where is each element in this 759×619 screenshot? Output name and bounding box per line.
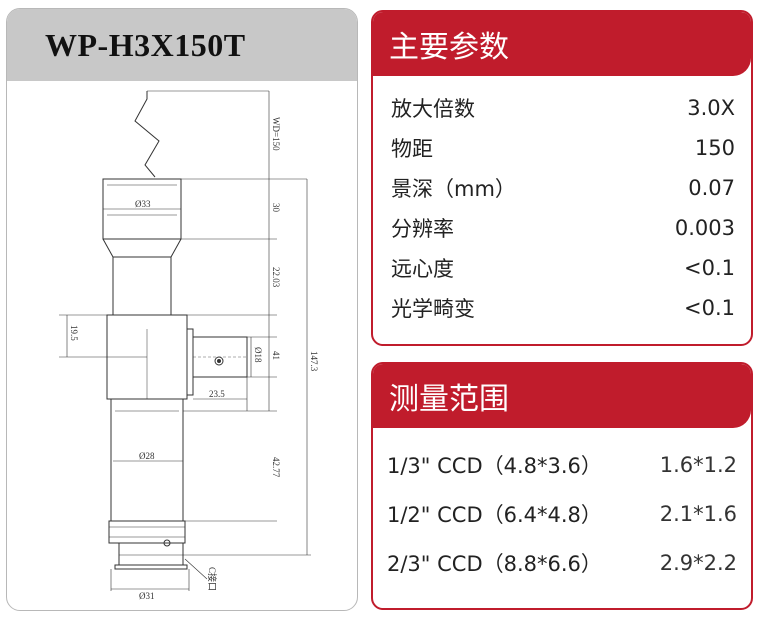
param-row: 景深（mm） 0.07 bbox=[391, 168, 735, 208]
dim-d31: Ø31 bbox=[139, 591, 155, 601]
param-label: 放大倍数 bbox=[391, 97, 475, 121]
drawing-header: WP-H3X150T bbox=[7, 9, 357, 81]
dim-d28: Ø28 bbox=[139, 451, 155, 461]
dim-195: 19.5 bbox=[69, 325, 79, 341]
range-row: 2/3" CCD（8.8*6.6） 2.9*2.2 bbox=[387, 538, 737, 587]
param-label: 光学畸变 bbox=[391, 297, 475, 321]
param-value: <0.1 bbox=[684, 296, 735, 320]
param-value: <0.1 bbox=[684, 256, 735, 280]
dim-wd: WD=150 bbox=[271, 117, 281, 151]
params-card: 主要参数 放大倍数 3.0X 物距 150 景深（mm） 0.07 分辨率 0.… bbox=[371, 10, 753, 346]
range-label: 1/3" CCD（4.8*3.6） bbox=[387, 453, 602, 478]
range-row: 1/3" CCD（4.8*3.6） 1.6*1.2 bbox=[387, 440, 737, 489]
range-value: 2.9*2.2 bbox=[659, 550, 737, 575]
middle-tube bbox=[112, 256, 172, 316]
param-row: 远心度 <0.1 bbox=[391, 248, 735, 288]
param-row: 光学畸变 <0.1 bbox=[391, 288, 735, 328]
range-value: 1.6*1.2 bbox=[659, 452, 737, 477]
range-title: 测量范围 bbox=[373, 364, 751, 428]
dim-22: 22.03 bbox=[271, 267, 281, 288]
param-label: 物距 bbox=[391, 137, 433, 161]
params-title: 主要参数 bbox=[373, 12, 751, 76]
dim-d18: Ø18 bbox=[253, 347, 263, 363]
param-value: 0.003 bbox=[674, 216, 735, 240]
range-label: 1/2" CCD（6.4*4.8） bbox=[387, 502, 602, 527]
c-mount bbox=[118, 542, 184, 566]
dim-1473: 147.3 bbox=[309, 351, 319, 372]
param-value: 0.07 bbox=[688, 176, 735, 200]
range-label: 2/3" CCD（8.8*6.6） bbox=[387, 551, 602, 576]
param-row: 物距 150 bbox=[391, 128, 735, 168]
range-card: 测量范围 1/3" CCD（4.8*3.6） 1.6*1.2 1/2" CCD（… bbox=[371, 362, 753, 610]
param-label: 景深（mm） bbox=[391, 177, 516, 201]
range-row: 1/2" CCD（6.4*4.8） 2.1*1.6 bbox=[387, 489, 737, 538]
range-list: 1/3" CCD（4.8*3.6） 1.6*1.2 1/2" CCD（6.4*4… bbox=[373, 428, 751, 587]
lens-drawing: WD=150 Ø33 30 22.03 19.5 41 Ø18 23.5 147… bbox=[59, 90, 319, 601]
dim-d33: Ø33 bbox=[135, 199, 151, 209]
break-line bbox=[134, 91, 160, 178]
dim-cmount: C接口 bbox=[207, 567, 218, 591]
param-value: 150 bbox=[694, 136, 735, 160]
dim-235: 23.5 bbox=[209, 389, 225, 399]
param-value: 3.0X bbox=[687, 96, 735, 120]
model-title: WP-H3X150T bbox=[45, 26, 246, 63]
param-row: 放大倍数 3.0X bbox=[391, 88, 735, 128]
param-row: 分辨率 0.003 bbox=[391, 208, 735, 248]
param-label: 远心度 bbox=[391, 257, 454, 281]
focus-ring bbox=[108, 520, 186, 544]
range-value: 2.1*1.6 bbox=[659, 501, 737, 526]
drawing-card: WP-H3X150T bbox=[6, 8, 358, 611]
dim-41: 41 bbox=[271, 351, 281, 360]
param-label: 分辨率 bbox=[391, 217, 454, 241]
dim-4277: 42.77 bbox=[271, 457, 281, 478]
dim-30: 30 bbox=[271, 203, 281, 213]
params-list: 放大倍数 3.0X 物距 150 景深（mm） 0.07 分辨率 0.003 远… bbox=[373, 76, 751, 328]
